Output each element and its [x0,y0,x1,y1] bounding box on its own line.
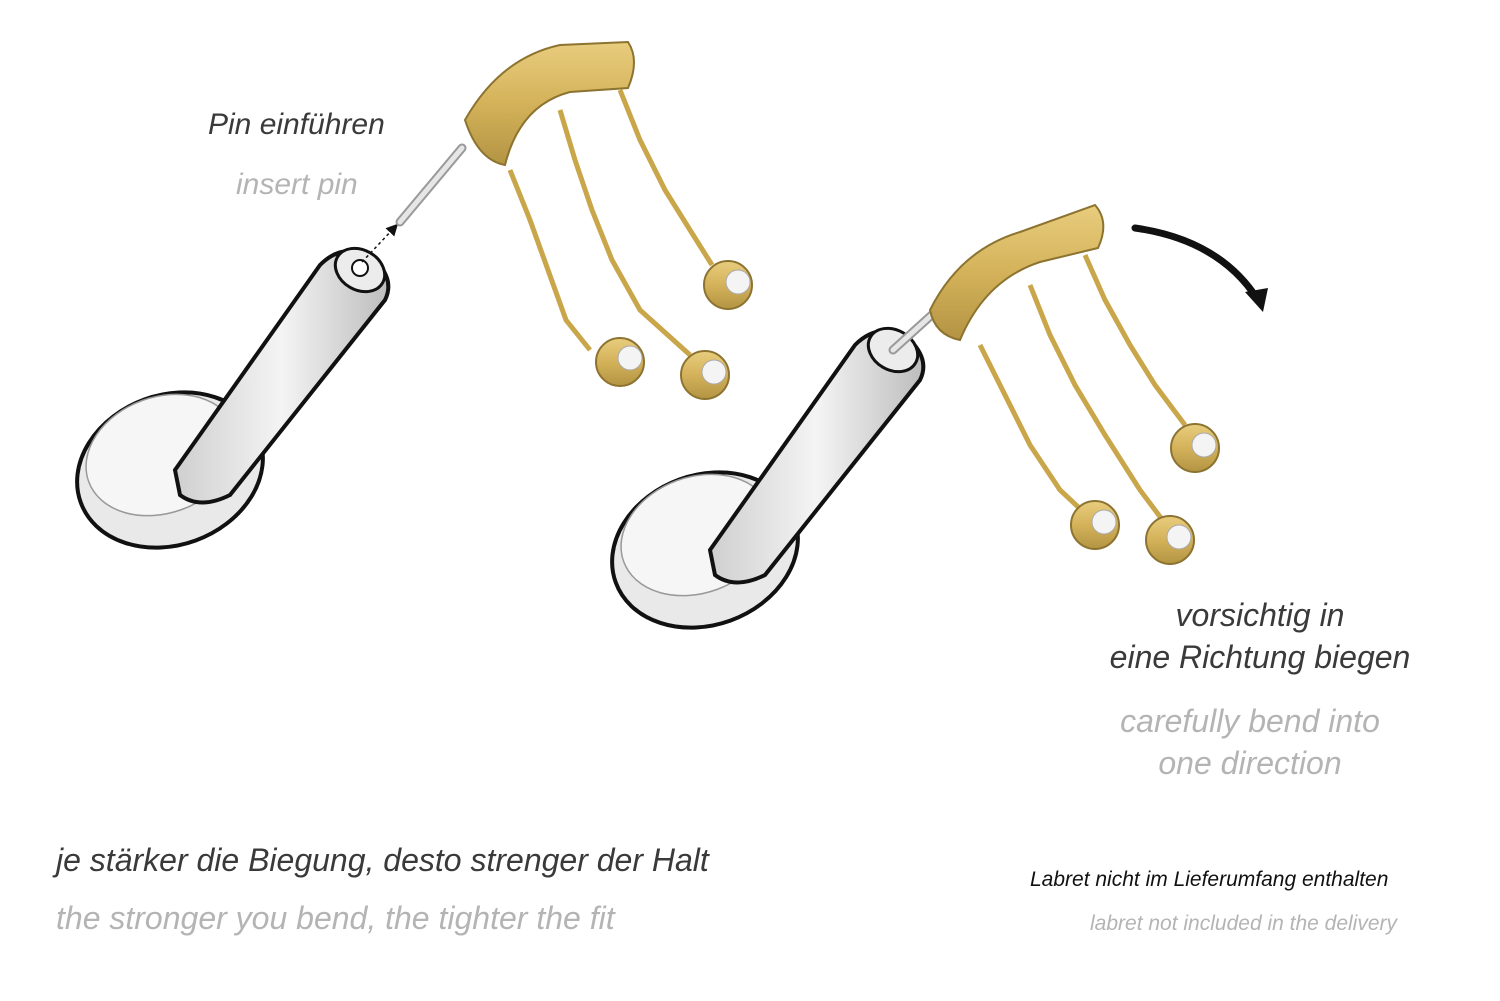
bend-label-de-line1: vorsichtig in [1175,597,1345,633]
stone-icon [595,337,645,387]
bend-label-en-line2: one direction [1158,745,1342,781]
stone-icon [1170,423,1220,473]
stone-icon [703,260,753,310]
insert-arrow [361,223,399,263]
fit-note-en: the stronger you bend, the tighter the f… [56,900,615,936]
stone-icon [1070,500,1120,550]
labret-base-step1 [75,246,391,550]
bend-arrow-icon [1131,224,1268,312]
bend-label-en-line1: carefully bend into [1120,703,1380,739]
bend-label-en: carefully bend into one direction [1030,700,1470,784]
gold-top-step2 [888,203,1220,565]
fit-note-de: je stärker die Biegung, desto strenger d… [56,842,709,878]
stone-icon [680,350,730,400]
labret-note-en: labret not included in the delivery [1090,912,1398,935]
labret-base-step2 [610,326,926,630]
gold-top-step1 [395,40,753,400]
labret-note-de: Labret nicht im Lieferumfang enthalten [1030,868,1389,891]
bend-label-de: vorsichtig in eine Richtung biegen [1040,594,1480,678]
bend-label-de-line2: eine Richtung biegen [1109,639,1411,675]
stone-icon [1145,515,1195,565]
insert-pin-label-en: insert pin [236,168,358,201]
insert-pin-label-de: Pin einführen [208,108,385,141]
